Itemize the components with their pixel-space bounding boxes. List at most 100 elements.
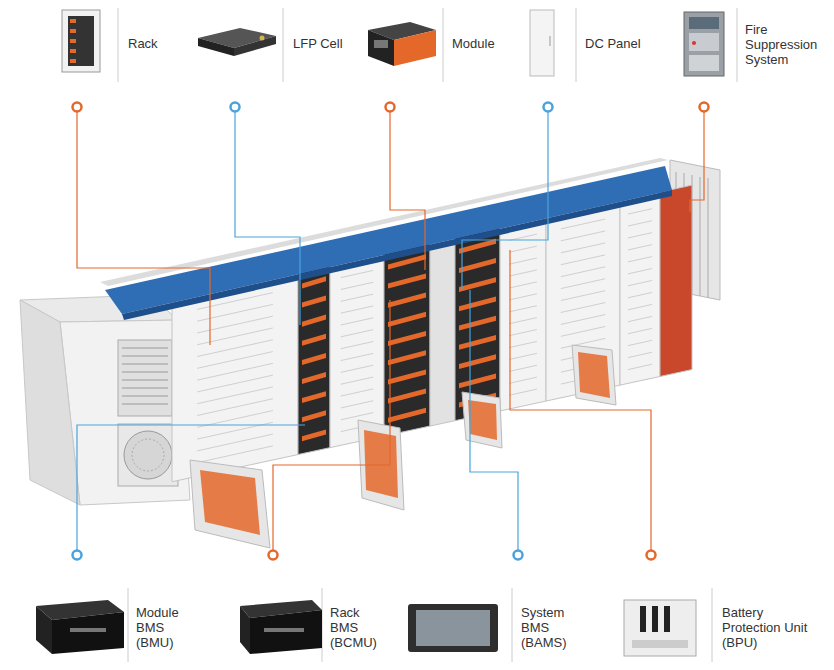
part-label: Battery Protection Unit (BPU) bbox=[722, 605, 817, 650]
vent-slot bbox=[509, 282, 537, 288]
vent-slot bbox=[561, 279, 605, 289]
leader-line bbox=[77, 112, 210, 345]
part-label: Module BMS (BMU) bbox=[136, 605, 196, 650]
vent-slot bbox=[509, 389, 537, 395]
open-doors bbox=[190, 345, 616, 548]
vent-slot bbox=[341, 270, 373, 277]
vent-slot bbox=[509, 341, 537, 347]
battery-module bbox=[459, 335, 496, 350]
cabinet bbox=[384, 243, 430, 436]
part-label: LFP Cell bbox=[293, 36, 393, 51]
part-label: Rack bbox=[128, 36, 228, 51]
callout-dot bbox=[73, 103, 82, 112]
vent-slot bbox=[341, 401, 373, 408]
vent-slot bbox=[341, 342, 373, 349]
battery-module bbox=[302, 315, 326, 327]
vent-slot bbox=[509, 258, 537, 264]
battery-module bbox=[459, 354, 496, 369]
vent-slot bbox=[628, 352, 652, 357]
vent-slot bbox=[628, 316, 652, 321]
vent-slot bbox=[628, 292, 652, 297]
battery-module bbox=[388, 312, 426, 327]
vent-slot bbox=[341, 377, 373, 384]
battery-module bbox=[388, 369, 426, 384]
part-label: Rack BMS (BCMU) bbox=[330, 605, 385, 650]
vent-slot bbox=[509, 234, 537, 240]
vent-slot bbox=[628, 245, 652, 250]
bmu-icon bbox=[36, 600, 124, 654]
vent-slot bbox=[628, 221, 652, 226]
vent-slot bbox=[509, 353, 537, 359]
battery-module bbox=[302, 372, 326, 384]
vent-slot bbox=[509, 294, 537, 300]
vent-slot bbox=[561, 291, 605, 301]
battery-module bbox=[302, 391, 326, 403]
battery-module bbox=[388, 350, 426, 365]
vent-slot bbox=[628, 269, 652, 274]
battery-module bbox=[302, 353, 326, 365]
battery-module bbox=[388, 389, 426, 404]
vent-slot bbox=[628, 304, 652, 309]
vent-slot bbox=[341, 294, 373, 301]
battery-module bbox=[459, 316, 496, 331]
cabinet bbox=[430, 238, 455, 426]
cabinet bbox=[500, 218, 546, 411]
vent-slot bbox=[561, 267, 605, 277]
battery-module bbox=[302, 295, 326, 307]
vent-slot bbox=[509, 365, 537, 371]
battery-module bbox=[459, 277, 496, 292]
vent-slot bbox=[628, 233, 652, 238]
battery-module bbox=[302, 334, 326, 346]
leader-line bbox=[77, 425, 305, 550]
vent-slot bbox=[628, 364, 652, 369]
callout-dot bbox=[269, 551, 278, 560]
roof-tray bbox=[105, 166, 672, 320]
part-label: Fire Suppression System bbox=[745, 22, 825, 67]
leader-line bbox=[235, 112, 300, 325]
battery-module bbox=[388, 408, 426, 423]
vent-slot bbox=[561, 303, 605, 313]
separator-lines bbox=[118, 8, 737, 662]
vent-slot bbox=[509, 377, 537, 383]
battery-module bbox=[302, 410, 326, 422]
rack-icon bbox=[62, 10, 100, 72]
battery-module bbox=[388, 293, 426, 308]
vent-slot bbox=[561, 231, 605, 241]
cabinet bbox=[620, 192, 660, 385]
vent-slot bbox=[341, 330, 373, 337]
fire-suppression-icon bbox=[684, 12, 724, 76]
leader-line bbox=[470, 290, 518, 550]
bpu-icon bbox=[624, 600, 696, 656]
leader-line bbox=[273, 300, 390, 550]
module-icon bbox=[368, 22, 436, 66]
battery-module bbox=[459, 296, 496, 311]
callout-dot bbox=[514, 551, 523, 560]
battery-module bbox=[388, 273, 426, 288]
vent-slot bbox=[341, 413, 373, 420]
vent-slot bbox=[628, 209, 652, 214]
vent-slot bbox=[561, 243, 605, 253]
vent-slot bbox=[509, 270, 537, 276]
lfp-cell-icon bbox=[198, 28, 276, 56]
vent-slot bbox=[561, 326, 605, 336]
leader-line bbox=[510, 250, 651, 550]
battery-module bbox=[388, 331, 426, 346]
leader-line bbox=[390, 112, 425, 270]
vent-slot bbox=[341, 282, 373, 289]
leader-line bbox=[690, 112, 704, 212]
callout-dot bbox=[73, 551, 82, 560]
vent-slot bbox=[509, 306, 537, 312]
battery-module bbox=[302, 429, 326, 441]
bcmu-icon bbox=[240, 600, 322, 654]
cabinet bbox=[660, 185, 692, 376]
vent-slot bbox=[628, 340, 652, 345]
vent-slot bbox=[197, 446, 273, 463]
battery-module bbox=[459, 373, 496, 388]
battery-module bbox=[459, 258, 496, 273]
part-label: DC Panel bbox=[585, 36, 685, 51]
vent-slot bbox=[561, 219, 605, 229]
vent-slot bbox=[509, 246, 537, 252]
